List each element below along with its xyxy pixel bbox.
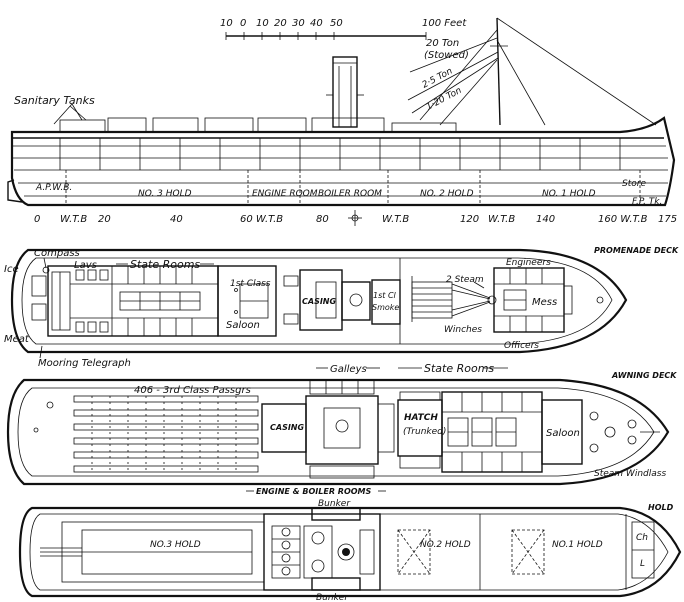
first-class-label: 1st Class bbox=[230, 279, 271, 289]
engineers-label: Engineers bbox=[506, 258, 551, 268]
hold-plan: HOLD ENGINE & BOILER ROOMS Bunker Bunker… bbox=[18, 487, 682, 602]
steam-winches-area bbox=[399, 258, 497, 344]
midship-marker-icon bbox=[348, 210, 362, 226]
main-mast bbox=[496, 17, 501, 126]
promenade-state-rooms bbox=[47, 265, 219, 337]
scale-tick-label: 30 bbox=[292, 18, 305, 29]
hold-outline bbox=[18, 506, 682, 598]
scale-bar: 10 0 10 20 30 40 50 100 Feet bbox=[220, 18, 467, 40]
frame-label: W.T.B bbox=[60, 214, 87, 225]
officers-label: Officers bbox=[504, 341, 539, 351]
galleys-label: Galleys bbox=[330, 364, 367, 375]
no3-hold-profile-label: NO. 3 HOLD bbox=[138, 189, 192, 199]
promenade-state-rooms-label: State Rooms bbox=[130, 258, 200, 271]
officers-mess-block bbox=[493, 267, 573, 333]
meat-label: Meat bbox=[4, 334, 30, 345]
steam-winches-label-2: Winches bbox=[444, 325, 482, 335]
promenade-casing-label: CASING bbox=[302, 297, 336, 306]
awning-deck-title: AWNING DECK bbox=[611, 371, 677, 380]
awning-state-rooms bbox=[399, 391, 543, 473]
promenade-deck-outline bbox=[10, 248, 628, 354]
first-class-saloon bbox=[217, 265, 277, 337]
frame-label: 80 bbox=[316, 214, 329, 225]
promenade-casing bbox=[283, 269, 371, 331]
fp-tk-label: F.P. Tk. bbox=[632, 197, 662, 207]
scale-tick-label: 50 bbox=[330, 18, 343, 29]
scale-tick-label: 10 bbox=[220, 18, 233, 29]
steam-windlass-label: Steam Windlass bbox=[594, 469, 666, 479]
third-class-label: 406 - 3rd Class Passgrs bbox=[134, 385, 251, 396]
forward-saloon bbox=[541, 399, 660, 465]
promenade-deck-plan: PROMENADE DECK Ice Compass Lavs State Ro… bbox=[4, 246, 679, 369]
first-cl-smoke-label-2: Smoke bbox=[372, 303, 399, 312]
frame-label: W.T.B bbox=[382, 214, 409, 225]
funnel bbox=[326, 56, 364, 128]
awning-casing bbox=[261, 379, 395, 479]
compass-label: Compass bbox=[34, 248, 80, 259]
apwb-label: A.P.W.B. bbox=[35, 183, 72, 193]
frame-label: 160 W.T.B bbox=[598, 214, 648, 225]
engine-boiler-rooms bbox=[263, 507, 381, 591]
no2-hold-profile-label: NO. 2 HOLD bbox=[420, 189, 474, 199]
trunked-label: (Trunked) bbox=[403, 427, 446, 437]
hull-frames bbox=[59, 138, 621, 170]
steam-winches-label-1: 2 Steam bbox=[446, 275, 484, 285]
engine-boiler-rooms-label: ENGINE & BOILER ROOMS bbox=[256, 487, 372, 496]
derrick-2-5-label: 2·5 Ton bbox=[421, 66, 455, 90]
ice-label: Ice bbox=[4, 264, 19, 275]
superstructure bbox=[59, 117, 457, 133]
scale-tick-label: 0 bbox=[240, 18, 246, 29]
ch-label: Ch bbox=[636, 533, 648, 543]
store-label: Store bbox=[622, 179, 646, 189]
bulkheads bbox=[65, 170, 641, 205]
third-class-berths bbox=[33, 395, 259, 473]
awning-casing-label: CASING bbox=[270, 423, 304, 432]
frame-label: 60 W.T.B bbox=[240, 214, 283, 225]
scale-tick-label: 40 bbox=[310, 18, 323, 29]
frame-label: 20 bbox=[98, 214, 111, 225]
ship-profile: Sanitary Tanks 20 Ton (Stowed) 2·5 Ton 1… bbox=[7, 17, 677, 226]
frame-label: 40 bbox=[170, 214, 183, 225]
hold-hatches bbox=[397, 514, 655, 590]
mooring-telegraph-label: Mooring Telegraph bbox=[38, 358, 131, 369]
no3-hold-plan-label: NO.3 HOLD bbox=[150, 540, 201, 550]
first-cl-smoke-label-1: 1st Cl bbox=[373, 291, 397, 300]
saloon-label: Saloon bbox=[226, 320, 260, 331]
promenade-deck-title: PROMENADE DECK bbox=[594, 246, 679, 255]
frame-label: W.T.B bbox=[488, 214, 515, 225]
frame-scale: 0 W.T.B 20 40 60 W.T.B 80 W.T.B 120 W.T.… bbox=[34, 210, 677, 226]
hull-outline bbox=[10, 116, 676, 207]
frame-label: 120 bbox=[460, 214, 479, 225]
rudder bbox=[7, 179, 23, 203]
mess-label: Mess bbox=[532, 297, 557, 308]
lavs-label: Lavs bbox=[74, 260, 97, 271]
l-label: L bbox=[640, 559, 645, 569]
boiler-room-profile-label: BOILER ROOM bbox=[318, 189, 382, 199]
awning-deck-plan: AWNING DECK Galleys State Rooms 406 - 3r… bbox=[6, 362, 677, 486]
bunker-top-label: Bunker bbox=[318, 499, 351, 509]
derrick-20-label: 20 Ton bbox=[426, 38, 459, 49]
frame-label: 0 bbox=[34, 214, 40, 225]
derrick-1-20-label: 1·20 Ton bbox=[425, 86, 464, 113]
no2-hold-plan-label: NO.2 HOLD bbox=[420, 540, 471, 550]
awning-state-rooms-label: State Rooms bbox=[424, 362, 494, 375]
sanitary-tanks-label: Sanitary Tanks bbox=[14, 94, 95, 107]
bunker-bottom-label: Bunker bbox=[316, 593, 349, 602]
engine-room-profile-label: ENGINE ROOM bbox=[252, 189, 318, 199]
scale-end-label: 100 Feet bbox=[422, 18, 467, 29]
scale-tick-label: 20 bbox=[274, 18, 287, 29]
no1-hold-profile-label: NO. 1 HOLD bbox=[542, 189, 596, 199]
first-class-smoke-room bbox=[371, 279, 401, 325]
shaft-tunnel bbox=[40, 521, 265, 583]
frame-label: 140 bbox=[536, 214, 555, 225]
hatch-label: HATCH bbox=[404, 413, 438, 423]
derrick-20-sub-label: (Stowed) bbox=[424, 50, 469, 61]
awning-saloon-label: Saloon bbox=[546, 428, 580, 439]
scale-tick-label: 10 bbox=[256, 18, 269, 29]
no1-hold-plan-label: NO.1 HOLD bbox=[552, 540, 603, 550]
awning-deck-outline bbox=[6, 378, 670, 486]
frame-label: 175 bbox=[658, 214, 677, 225]
hold-title: HOLD bbox=[648, 503, 674, 512]
